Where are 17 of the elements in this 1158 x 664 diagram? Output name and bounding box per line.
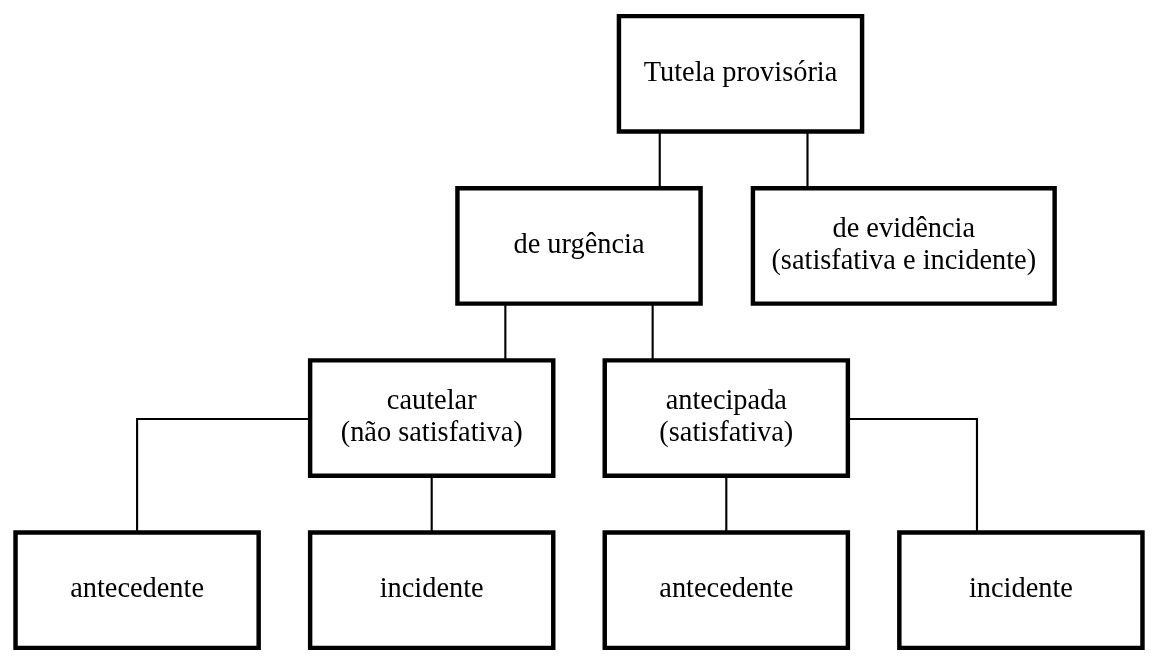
node-box: de urgência: [455, 186, 703, 306]
node-box: de evidência (satisfativa e incidente): [750, 186, 1057, 306]
connector: [430, 475, 433, 533]
connector: [848, 417, 979, 533]
connector: [651, 303, 654, 361]
node-box: antecedente: [602, 530, 851, 651]
node-box: antecipada (satisfativa): [602, 358, 851, 478]
connector: [504, 303, 507, 361]
node-box: antecedente: [13, 530, 261, 651]
connector: [806, 131, 809, 188]
node-box: incidente: [897, 530, 1145, 651]
connector: [136, 417, 310, 533]
connector: [725, 475, 728, 533]
node-box: Tutela provisória: [616, 13, 865, 134]
node-box: incidente: [307, 530, 556, 651]
connector: [658, 131, 661, 188]
node-box: cautelar (não satisfativa): [307, 358, 556, 478]
